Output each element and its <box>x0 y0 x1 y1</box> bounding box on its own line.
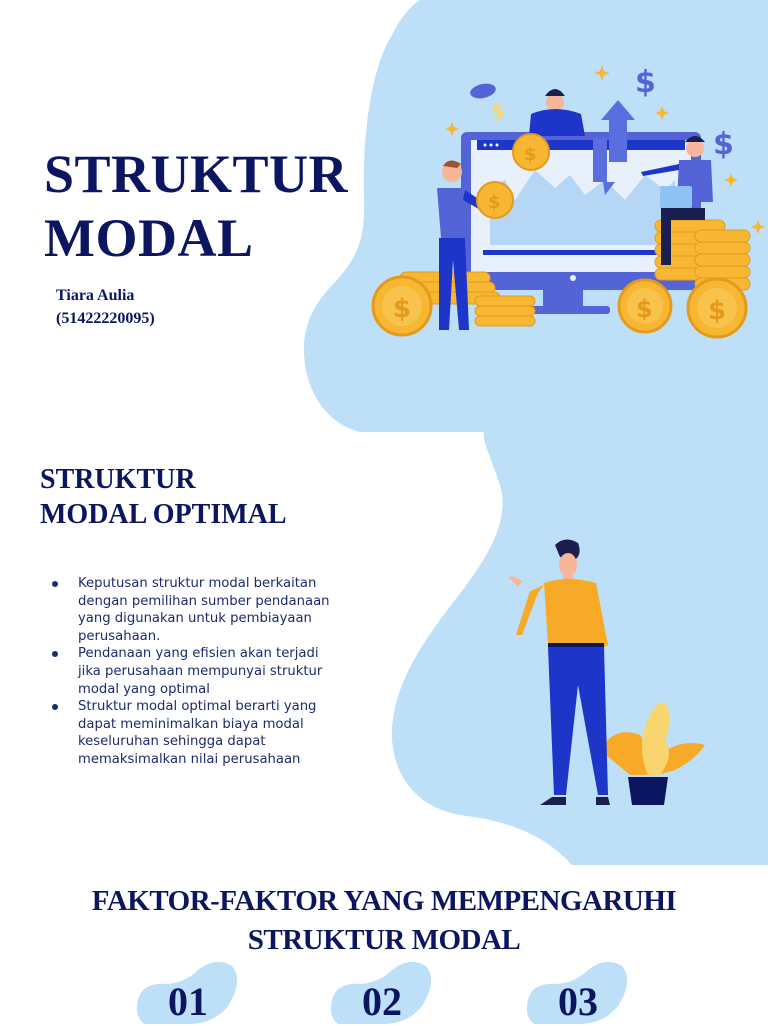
cover-title-line1: STRUKTUR <box>44 144 349 204</box>
blob-icon <box>136 961 238 1024</box>
blob-icon <box>330 961 432 1024</box>
optimal-title-line2: MODAL OPTIMAL <box>40 499 287 530</box>
bullet-text: Pendanaan yang efisien akan terjadi jika… <box>78 646 323 697</box>
author-id: (51422220095) <box>56 310 155 327</box>
factor-item-03: 03 <box>518 960 638 1024</box>
cover-title-line2: MODAL <box>44 208 254 268</box>
optimal-title-line1: STRUKTUR <box>40 464 196 495</box>
bullet-item: Keputusan struktur modal berkaitan denga… <box>52 575 342 645</box>
business-team-illustration: $ $ $ $ $ $ <box>371 65 765 339</box>
factors-title-line1: FAKTOR-FAKTOR YANG MEMPENGARUHI <box>91 885 677 917</box>
bullet-item: Pendanaan yang efisien akan terjadi jika… <box>52 645 342 698</box>
optimal-section-title: STRUKTUR MODAL OPTIMAL <box>40 462 287 532</box>
author-block: Tiara Aulia (51422220095) <box>56 284 155 330</box>
svg-text:$: $ <box>491 99 505 123</box>
svg-text:$: $ <box>393 294 411 324</box>
bullet-item: Struktur modal optimal berarti yang dapa… <box>52 698 342 768</box>
bullet-icon <box>52 651 58 658</box>
factor-number: 03 <box>558 979 598 1024</box>
bullet-text: Keputusan struktur modal berkaitan denga… <box>78 576 330 644</box>
optimal-bullet-list: Keputusan struktur modal berkaitan denga… <box>52 575 342 769</box>
svg-text:$: $ <box>708 296 726 326</box>
bullet-text: Struktur modal optimal berarti yang dapa… <box>78 699 317 767</box>
author-name: Tiara Aulia <box>56 287 135 304</box>
bullet-icon <box>52 581 58 587</box>
factor-number: 02 <box>362 979 402 1024</box>
svg-text:$: $ <box>524 144 537 165</box>
svg-text:$: $ <box>488 192 501 213</box>
factors-title-line2: STRUKTUR MODAL <box>247 924 521 956</box>
factor-number: 01 <box>168 979 208 1024</box>
man-with-plant-illustration <box>508 539 705 805</box>
svg-text:$: $ <box>635 65 656 100</box>
factor-item-02: 02 <box>322 960 442 1024</box>
svg-text:$: $ <box>636 295 653 323</box>
blob-icon <box>526 961 628 1024</box>
svg-text:$: $ <box>713 127 734 162</box>
factors-section-title: FAKTOR-FAKTOR YANG MEMPENGARUHI STRUKTUR… <box>0 882 768 960</box>
bullet-icon <box>52 704 58 711</box>
cover-title: STRUKTUR MODAL <box>44 142 348 270</box>
factor-item-01: 01 <box>128 960 248 1024</box>
